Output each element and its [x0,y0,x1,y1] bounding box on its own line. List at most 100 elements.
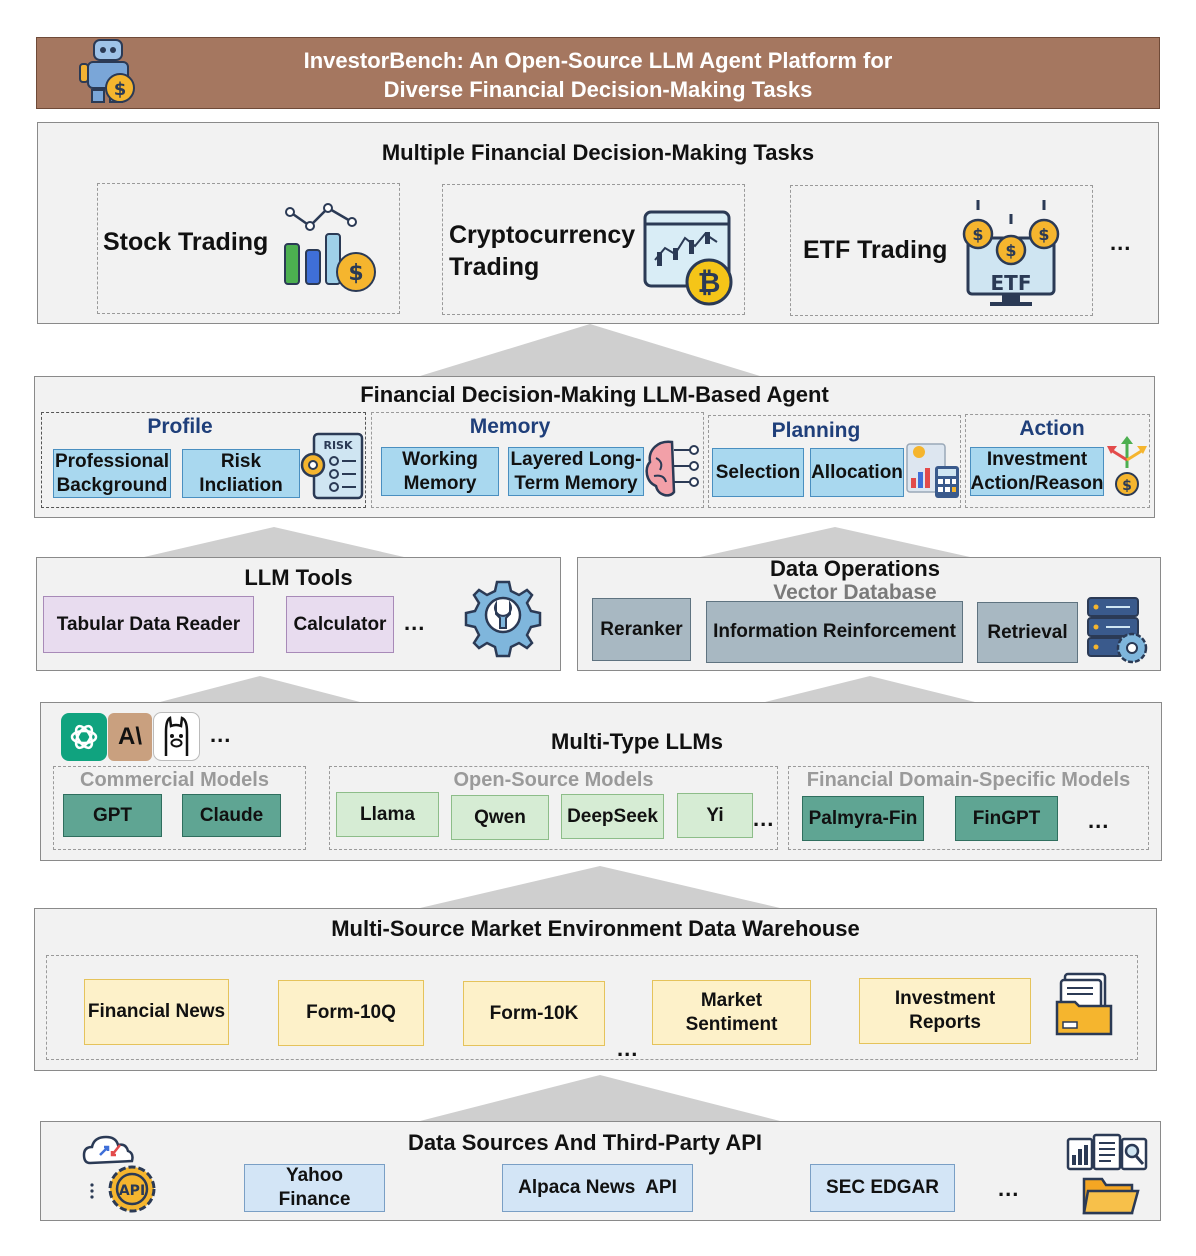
investment-line2: Action/Reason [970,472,1104,494]
alpaca-news-api-box: Alpaca News API [502,1164,693,1212]
anthropic-logo-icon: A\ [108,713,152,761]
gpt-label: GPT [92,804,133,826]
data-ops-subtitle: Vector Database [773,581,937,604]
risk-line1: Risk [220,450,262,472]
calculator-box: Calculator [286,596,394,653]
svg-text:$: $ [1038,225,1049,244]
palmyra-label: Palmyra-Fin [808,807,918,829]
commercial-models-section [53,766,306,850]
reinforcement-label: Information Reinforcement [713,621,956,643]
commercial-title: Commercial Models [80,769,269,791]
banner-title-line1: InvestorBench: An Open-Source LLM Agent … [303,48,893,73]
etf-trading-card [790,185,1093,316]
market-line1: Market [700,989,763,1011]
etf-trading-label: ETF Trading [803,236,948,264]
qwen-box: Qwen [451,795,549,840]
calculator-report-icon [906,443,959,498]
form-10k-box: Form-10K [463,981,605,1046]
yahoo-line2: Finance [278,1189,351,1210]
llm-tools-title: LLM Tools [244,565,353,590]
reports-line1: Investment [894,988,996,1010]
financial-news-box: Financial News [84,979,229,1045]
warehouse-items-section [46,955,1138,1060]
llama-box: Llama [336,792,439,837]
qwen-label: Qwen [474,806,526,828]
cloud-api-gear-icon: API [82,1135,156,1213]
retrieval-label: Retrieval [987,621,1068,643]
form-10q-label: Form-10Q [306,1002,396,1024]
title-banner: InvestorBench: An Open-Source LLM Agent … [36,37,1160,109]
arrow-tools-to-agent [144,527,404,557]
working-line1: Working [402,448,478,470]
layered-memory-box: Layered Long-Term Memory [508,447,644,496]
etf-icon-text: ETF [991,271,1032,295]
document-folder-icon [1055,972,1113,1036]
warehouse-title: Multi-Source Market Environment Data War… [331,916,860,941]
tasks-title: Multiple Financial Decision-Making Tasks [381,140,815,165]
stock-chart-icon: $ [284,203,376,292]
financial-title: Financial Domain-Specific Models [806,769,1131,791]
memory-section [371,412,704,508]
action-section [965,414,1150,508]
anthropic-logo-text: A\ [118,723,142,750]
api-icon-text: API [119,1183,145,1199]
llama-label: Llama [360,803,415,825]
deepseek-label: DeepSeek [567,805,658,827]
crypto-line1: Cryptocurrency [449,221,636,249]
fingpt-label: FinGPT [972,807,1041,829]
svg-text:$: $ [1122,478,1132,494]
market-line2: Sentiment [685,1013,778,1035]
allocation-box: Allocation [810,448,904,497]
sec-edgar-box: SEC EDGAR [810,1164,955,1212]
professional-line2: Background [56,474,168,496]
claude-label: Claude [199,804,264,826]
yahoo-line1: Yahoo [285,1165,343,1187]
retrieval-box: Retrieval [977,602,1078,663]
gpt-box: GPT [63,794,162,837]
claude-box: Claude [182,794,281,837]
layered-line1: Layered Long- [510,448,642,470]
allocation-label: Allocation [811,461,903,483]
crypto-trading-label: Cryptocurrency Trading [449,219,635,283]
bitcoin-chart-icon: ₿ [643,210,733,306]
svg-text:$: $ [348,261,363,286]
svg-text:$: $ [1005,241,1016,260]
layered-line2: Term Memory [514,472,638,494]
etf-monitor-icon: $ $ $ ETF [962,200,1060,306]
data-ops-title: Data Operations [770,556,940,581]
arrow-agent-to-tasks [420,324,760,376]
tabular-data-reader-box: Tabular Data Reader [43,596,254,653]
sources-title: Data Sources And Third-Party API [407,1130,763,1155]
yi-box: Yi [677,793,753,838]
crypto-line2: Trading [449,253,540,281]
financial-news-label: Financial News [87,1001,226,1023]
llama-logo-icon [153,712,200,761]
svg-text:₿: ₿ [698,266,721,299]
financial-models-section [788,766,1149,850]
risk-icon-text: RISK [323,439,352,452]
form-10q-box: Form-10Q [278,980,424,1046]
selection-label: Selection [715,461,801,483]
planning-section [708,415,961,508]
working-line2: Memory [403,472,477,494]
arrow-llms-to-dataops [765,676,975,702]
robot-money-icon: $ [79,39,135,103]
reports-line2: Reports [909,1012,981,1033]
svg-text:$: $ [972,225,983,244]
arrow-warehouse-to-llms [420,866,780,908]
llms-title: Multi-Type LLMs [551,729,723,754]
openai-logo-icon [61,713,107,761]
reranker-box: Reranker [592,598,691,661]
stock-trading-card [97,183,400,314]
profile-section [41,412,366,508]
arrow-llms-to-tools [160,676,360,702]
professional-line1: Professional [54,450,170,472]
tabular-label: Tabular Data Reader [56,613,241,635]
agent-title: Financial Decision-Making LLM-Based Agen… [360,382,829,407]
profile-title: Profile [147,415,213,438]
open-source-models-section [329,766,778,850]
